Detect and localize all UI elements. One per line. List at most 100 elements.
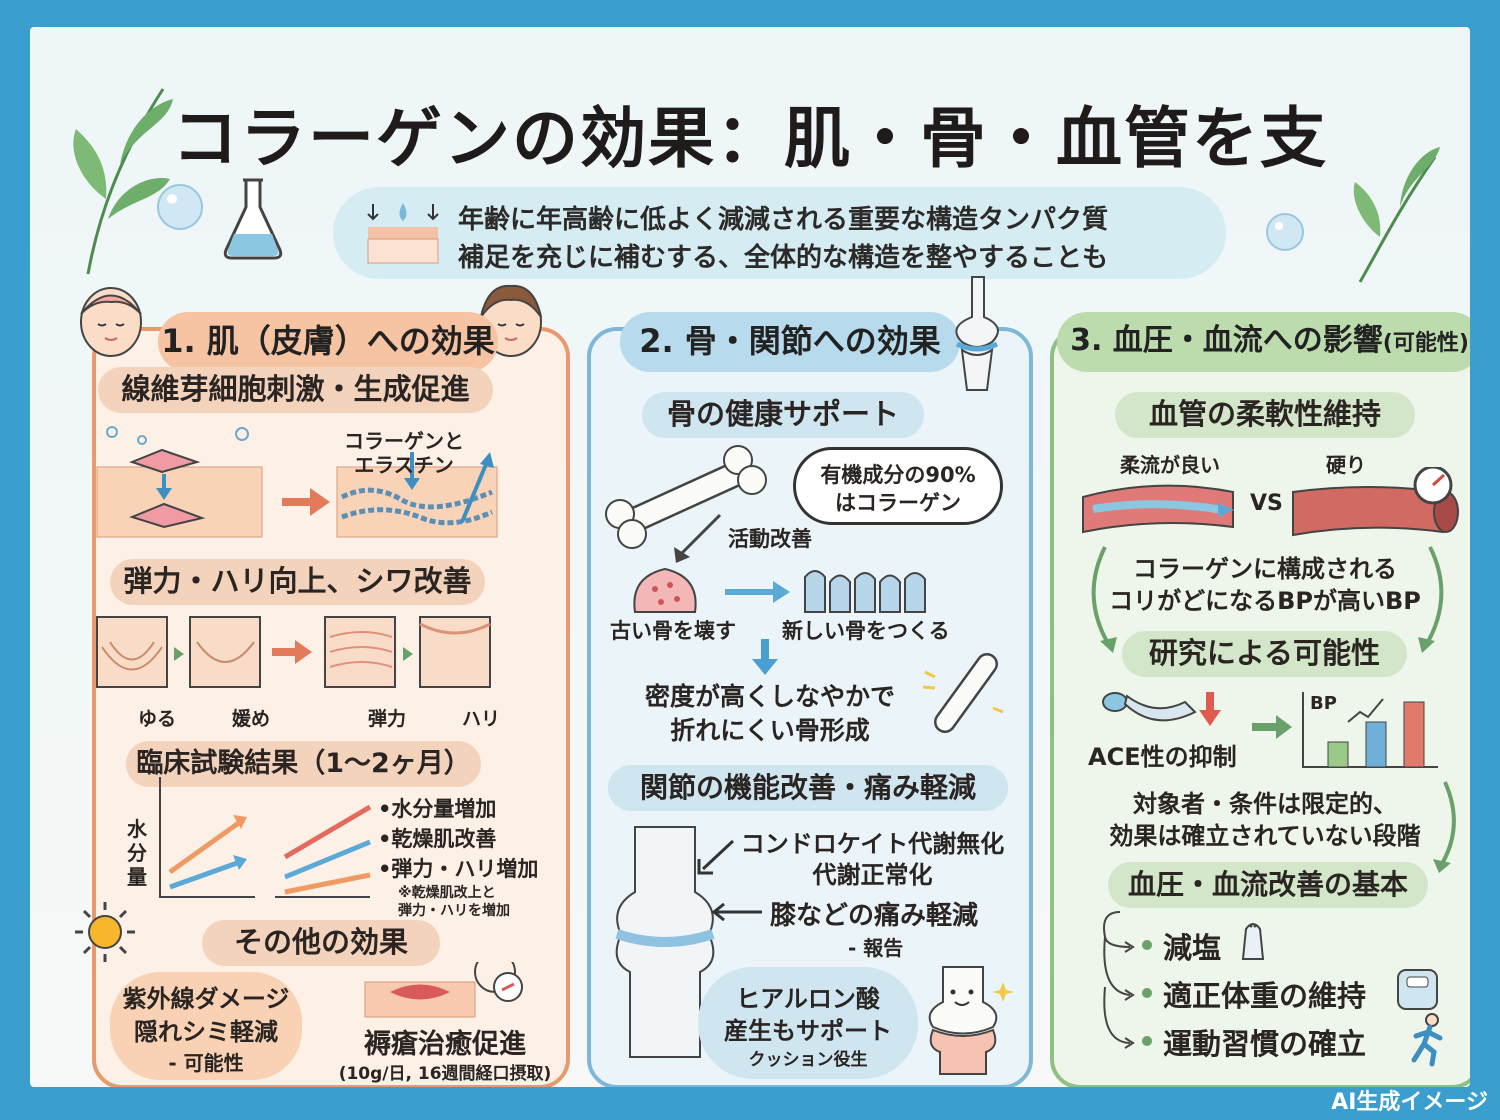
woman-face-icon [80, 287, 142, 357]
runner-icon [1411, 1013, 1443, 1067]
intro-banner: 年齢に年高齢に低よく減減される重要な構造タンパク質 補足を充じに補むする、全体的… [333, 187, 1226, 279]
knee-pain-line-2: - 報告 [848, 936, 904, 960]
bone-icon [605, 445, 767, 549]
result-item: •乾燥肌改善 [378, 827, 497, 851]
elasticity-title: 弾力・ハリ向上、シワ改善 [110, 559, 485, 605]
new-bone-label: 新しい骨をつくる [782, 619, 950, 643]
skin-header: 1. 肌（皮膚）への効果 [158, 312, 498, 372]
moisture-chart-illustration [159, 777, 372, 898]
bp-bar-chart-icon [1302, 692, 1438, 768]
cycle-arrows-icon [1091, 546, 1444, 653]
hyaluronic-bubble [698, 967, 918, 1079]
result-note-1: ※乾燥肌改上と [398, 885, 496, 901]
vs-label: VS [1250, 491, 1283, 516]
joint-title: 関節の機能改善・痛み軽減 [608, 765, 1008, 811]
bone-result-1: 密度が高くしなやかで [644, 682, 895, 711]
activity-label: 活動改善 [728, 527, 812, 551]
limitation-line-1: 対象者・条件は限定的、 [1133, 790, 1397, 818]
fibroblast-illustration [96, 426, 498, 538]
uv-line-2: 隠れシミ軽減 [134, 1018, 278, 1046]
vessel-flex-title: 血管の柔軟性維持 [1115, 392, 1415, 438]
basics-title: 血圧・血流改善の基本 [1108, 862, 1428, 908]
ai-generated-label: AI生成イメージ [1331, 1090, 1488, 1115]
flask-icon [223, 178, 283, 260]
wrinkle-stages-illustration [96, 616, 491, 688]
blood-header-note: (可能性) [1382, 331, 1469, 356]
leaf-sprig-icon [73, 88, 173, 275]
bullet-dot [1142, 1036, 1152, 1046]
pointer-arrow-icon [711, 902, 762, 922]
research-title: 研究による可能性 [1122, 631, 1407, 677]
leaf-sprig-icon [1353, 147, 1440, 283]
hyaluronic-line-2: 産生もサポート [724, 1017, 892, 1045]
scale-icon [1397, 969, 1438, 1010]
infographic-canvas: コラーゲンの効果：肌・骨・血管を支える 年齢に年高齢に低よく減減される重要な構造… [30, 27, 1470, 1087]
bubble-icon [157, 184, 203, 230]
y-axis-label: 水分量 [127, 817, 147, 889]
uv-bubble [110, 972, 302, 1080]
stage-label: ハリ [461, 708, 500, 730]
stiff-label: 硬り [1326, 453, 1366, 477]
old-bone-label: 古い骨を壊す [610, 619, 736, 643]
stage-label: 弾力 [367, 708, 406, 730]
vessel-desc-1: コラーゲンに構成される [1133, 555, 1397, 583]
blood-header: 3. 血圧・血流への影響(可能性) [1057, 312, 1470, 372]
other-effects-title: その他の効果 [202, 920, 440, 966]
salt-shaker-icon [1241, 923, 1265, 960]
collagen-ratio-bubble [793, 447, 1003, 525]
arrow-icon [674, 513, 722, 563]
basic-item-weight: 適正体重の維持 [1163, 979, 1367, 1013]
right-arrow-icon [1252, 715, 1292, 739]
result-item: •弾力・ハリ増加 [378, 857, 539, 881]
curved-arrow-icon [1433, 781, 1456, 873]
intro-line-1: 年齢に年高齢に低よく減減される重要な構造タンパク質 [458, 205, 1109, 235]
stage-label: ゆる [137, 708, 176, 730]
intro-line-2: 補足を充じに補むする、全体的な構造を整やすることも [458, 243, 1109, 273]
bone-remodeling-illustration [633, 567, 926, 613]
joint-cross-section-illustration [615, 826, 715, 1058]
wound-illustration [364, 962, 523, 1018]
ace-label: ACE性の抑制 [1088, 743, 1237, 771]
strong-bone-icon [922, 653, 1004, 733]
collagen-label-1: コラーゲンと [344, 429, 464, 453]
basic-item-salt: 減塩 [1163, 931, 1222, 965]
ace-enzyme-illustration [1102, 692, 1221, 726]
blood-header-text: 3. 血圧・血流への影響 [1070, 323, 1383, 358]
vessel-comparison-illustration [1082, 467, 1459, 537]
stage-label: 媛め [231, 708, 270, 730]
chondrocyte-line-2: 代謝正常化 [812, 861, 933, 889]
knee-pain-line-1: 膝などの痛み軽減 [770, 901, 979, 931]
bubble-icon [1266, 213, 1304, 251]
collagen-label-2: エラスチン [354, 453, 454, 477]
branch-arrows-icon [1103, 911, 1135, 1049]
chondrocyte-line-1: コンドロケイト代謝無化 [740, 830, 1005, 858]
bp-label: BP [1310, 693, 1337, 714]
pointer-arrow-icon [697, 839, 735, 875]
basic-item-exercise: 運動習慣の確立 [1163, 1027, 1367, 1061]
uv-line-1: 紫外線ダメージ [122, 985, 290, 1013]
bone-header: 2. 骨・関節への効果 [620, 312, 960, 372]
hyaluronic-line-3: クッション役生 [748, 1050, 868, 1070]
bubble-line-2: はコラーゲン [835, 491, 961, 515]
fibroblast-title: 線維芽細胞刺激・生成促進 [98, 367, 493, 413]
clinical-title: 臨床試験結果（1〜2ヶ月） [126, 741, 481, 787]
bone-result-2: 折れにくい骨形成 [670, 716, 870, 745]
limitation-line-2: 効果は確立されていない段階 [1109, 822, 1421, 850]
vessel-desc-2: コリがどになるBPが高いBP [1109, 587, 1421, 615]
result-note-2: 弾力・ハリを増加 [398, 903, 510, 919]
skin-layer-icon [367, 203, 439, 264]
down-arrow-icon [752, 639, 778, 675]
result-item: •水分量増加 [378, 797, 497, 821]
wound-note: (10g/日, 16週間経口摂取) [338, 1064, 552, 1084]
bone-health-title: 骨の健康サポート [642, 392, 924, 438]
knee-joint-icon [955, 276, 999, 391]
bullet-dot [1142, 940, 1152, 950]
happy-joint-icon [928, 966, 1014, 1075]
uv-line-3: - 可能性 [168, 1051, 244, 1075]
bubble-line-1: 有機成分の90% [820, 463, 976, 487]
bullet-dot [1142, 988, 1152, 998]
wound-healing-label: 褥瘡治癒促進 [364, 1029, 526, 1060]
sun-icon [75, 902, 135, 962]
hyaluronic-line-1: ヒアルロン酸 [736, 985, 880, 1013]
flexible-label: 柔流が良い [1120, 453, 1220, 477]
